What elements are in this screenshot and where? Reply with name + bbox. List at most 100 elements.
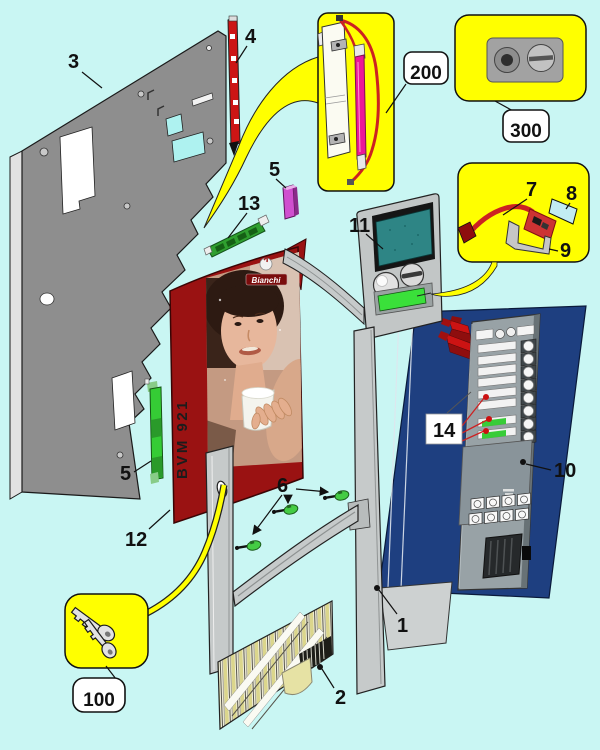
panel-window	[165, 113, 184, 137]
leader-14a	[461, 397, 485, 427]
callout-box-300[interactable]	[502, 109, 550, 143]
leader-dot-1	[374, 585, 380, 591]
clip	[271, 504, 299, 515]
selection-slot	[477, 397, 517, 411]
louvre-grille	[217, 600, 334, 731]
leader-5a	[275, 178, 287, 189]
cross-rail-bottom	[232, 503, 359, 608]
key-cable	[145, 484, 228, 617]
vent-grille	[482, 533, 531, 579]
callout-label-10[interactable]: 10	[554, 460, 576, 482]
leader-2	[321, 668, 335, 689]
leader-9	[548, 248, 559, 252]
model-label: BVM 921	[174, 399, 191, 479]
leader-8	[565, 202, 571, 210]
highlight-box-200	[317, 12, 395, 192]
pcb-strip-13	[203, 214, 270, 258]
advert-panel: Bianchi BVM 921	[169, 238, 307, 525]
coin-return-bar	[377, 287, 427, 312]
leader-14b	[461, 419, 488, 434]
callout-label-14[interactable]: 14	[433, 420, 456, 442]
leader-200	[385, 83, 407, 114]
display-screen	[375, 208, 433, 267]
fluorescent-tube	[354, 54, 367, 160]
keypad	[468, 492, 531, 526]
brand-logo: Bianchi	[245, 257, 288, 286]
cross-rail-top	[282, 248, 365, 326]
panel-cutout	[59, 126, 96, 215]
cabinet-door	[378, 305, 587, 599]
advert-photo	[206, 252, 302, 468]
selection-slot	[477, 352, 517, 366]
callout-label-5b[interactable]: 5	[120, 463, 131, 485]
callout-label-7[interactable]: 7	[526, 179, 537, 201]
cable-connector	[457, 221, 477, 244]
callout-label-5a[interactable]: 5	[269, 159, 280, 181]
callout-label-200[interactable]: 200	[410, 63, 442, 84]
leader-10	[525, 463, 552, 471]
leader-5b	[133, 460, 152, 473]
drip-tray	[281, 657, 313, 696]
back-panel	[9, 30, 227, 500]
callout-box-100[interactable]	[72, 677, 126, 713]
highlight-box-100	[64, 593, 149, 669]
door-frame	[205, 326, 453, 695]
leader-6a	[252, 494, 283, 535]
leader-12	[148, 509, 171, 530]
leader-100	[105, 665, 117, 680]
keys	[70, 606, 117, 659]
callout-label-2[interactable]: 2	[335, 687, 346, 709]
clip	[322, 490, 350, 501]
leader-dot-10	[520, 459, 526, 465]
clip	[234, 540, 262, 551]
selection-buttons	[520, 338, 537, 445]
callout-label-100[interactable]: 100	[83, 690, 115, 711]
leader-7	[502, 198, 528, 216]
marker-dot	[483, 394, 489, 400]
callout-label-11[interactable]: 11	[349, 215, 370, 237]
front-bezel	[356, 193, 443, 340]
leader-dot-2	[317, 664, 323, 670]
callout-label-8[interactable]: 8	[566, 183, 577, 205]
frame-bottom	[379, 581, 453, 651]
led-strip-5	[144, 378, 164, 484]
selection-slot	[477, 340, 517, 354]
right-post	[353, 326, 386, 695]
bracket-9	[505, 220, 552, 255]
starter-part-5	[282, 184, 299, 220]
selection-panel	[457, 313, 541, 591]
fixing-clips	[234, 490, 350, 551]
callout-label-1[interactable]: 1	[397, 615, 408, 637]
selection-slot	[477, 374, 517, 388]
callout-label-9[interactable]: 9	[560, 240, 571, 262]
callout-box-14[interactable]	[425, 413, 463, 445]
callout-label-13[interactable]: 13	[238, 193, 260, 215]
marker-dot	[483, 428, 489, 434]
callout-label-12[interactable]: 12	[125, 529, 147, 551]
lamp-cable-sweep	[203, 56, 319, 229]
arrow-tip	[229, 141, 239, 156]
leader-6c	[295, 486, 330, 496]
callout-label-300[interactable]: 300	[510, 121, 542, 142]
highlight-box-789	[457, 162, 590, 263]
leader-11	[365, 233, 384, 250]
leader-1	[378, 589, 398, 615]
ribbon-cable	[438, 316, 474, 361]
lamp-bracket	[321, 21, 351, 159]
leader-4	[235, 45, 248, 64]
callouts: 3 4 5 13 11 7 8 9 10 12 5 6 1 2 14 200 3…	[68, 26, 577, 713]
callout-label-3[interactable]: 3	[68, 51, 79, 73]
leader-14c	[461, 430, 485, 442]
highlight-box-300	[454, 14, 587, 102]
callout-label-6[interactable]: 6	[277, 475, 288, 497]
ribbon-cable-7	[464, 204, 535, 239]
brand-logo-text: Bianchi	[252, 276, 282, 285]
callout-label-4[interactable]: 4	[245, 26, 257, 48]
harness-cable	[416, 261, 498, 297]
marker-dot	[486, 416, 492, 422]
selection-slot	[477, 363, 517, 377]
panel-window	[171, 131, 206, 163]
callout-box-200[interactable]	[403, 51, 449, 85]
